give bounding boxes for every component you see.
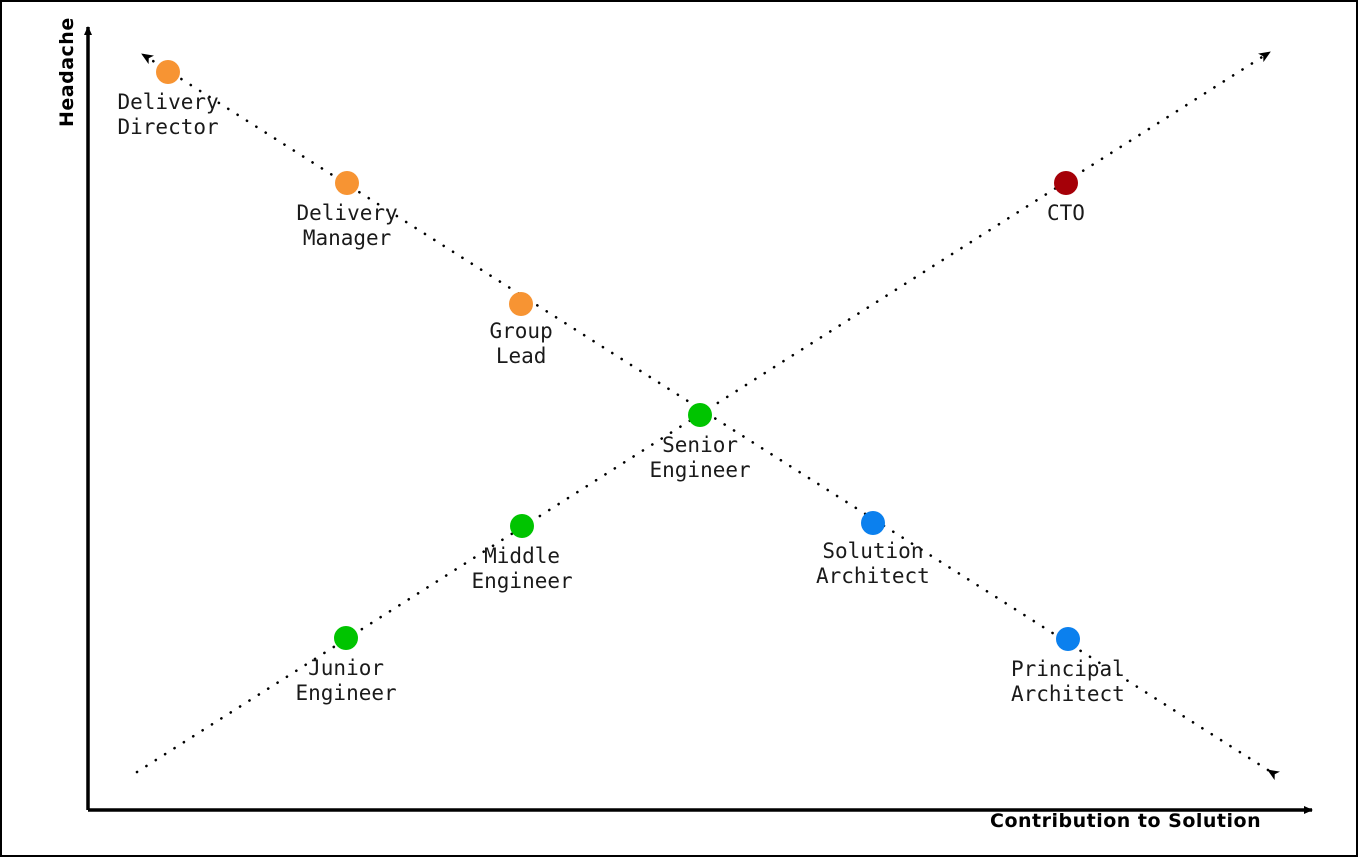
data-point-marker[interactable] (335, 171, 359, 195)
axes-group (84, 26, 1313, 814)
data-point-marker[interactable] (861, 511, 885, 535)
x-axis-label: Contribution to Solution (990, 810, 1262, 832)
data-point-marker[interactable] (688, 403, 712, 427)
data-point-marker[interactable] (1056, 627, 1080, 651)
data-point-marker[interactable] (1054, 171, 1078, 195)
y-axis-label: Headache (56, 17, 78, 127)
data-points-group (156, 60, 1080, 651)
data-point-marker[interactable] (334, 626, 358, 650)
data-point-marker[interactable] (510, 514, 534, 538)
data-point-marker[interactable] (509, 292, 533, 316)
data-point-marker[interactable] (156, 60, 180, 84)
